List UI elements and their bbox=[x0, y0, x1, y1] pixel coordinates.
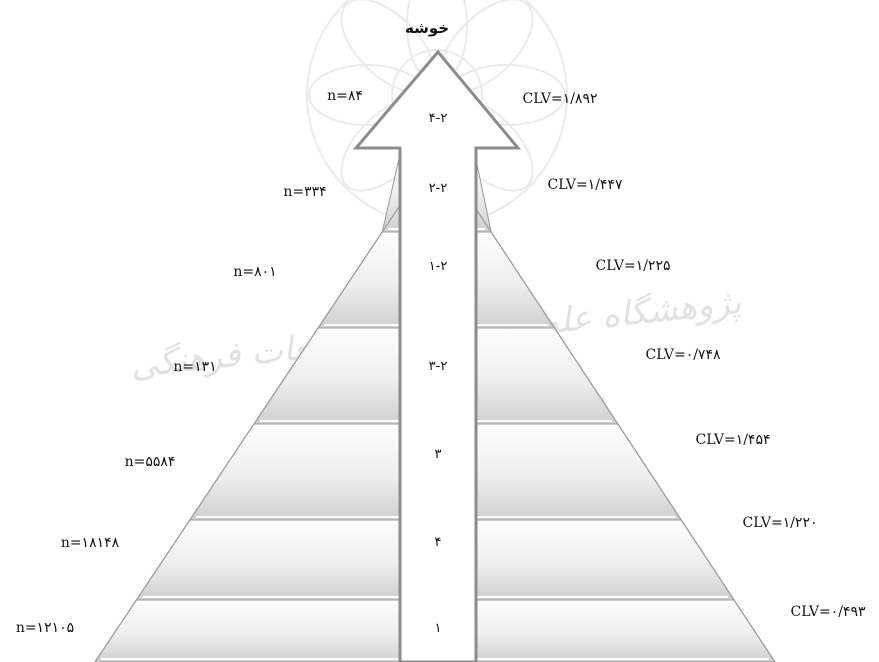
sample-size-label: n=۱۳۱ bbox=[173, 359, 216, 375]
pyramid-band-right bbox=[474, 520, 734, 600]
pyramid-band-left bbox=[136, 520, 401, 600]
cluster-label: ۱ bbox=[435, 621, 442, 636]
pyramid-band-right bbox=[474, 232, 555, 328]
clv-label: CLV=۰/۷۴۸ bbox=[646, 347, 721, 363]
sample-size-label: n=۸۰۱ bbox=[233, 264, 276, 280]
cluster-label: ۱-۲ bbox=[429, 259, 448, 274]
pyramid-band-left bbox=[382, 150, 401, 232]
pyramid-band-left bbox=[95, 600, 401, 662]
cluster-label: ۴-۲ bbox=[429, 111, 448, 126]
pyramid-band-left bbox=[318, 232, 401, 328]
pyramid-band-right bbox=[474, 600, 775, 662]
clv-label: CLV=۱/۲۲۰ bbox=[743, 515, 818, 531]
clv-label: CLV=۱/۴۴۷ bbox=[548, 177, 623, 193]
clv-label: CLV=۱/۲۲۵ bbox=[596, 258, 671, 274]
cluster-label: ۳-۲ bbox=[429, 359, 448, 374]
pyramid-band-right bbox=[474, 328, 618, 424]
cluster-label: ۳ bbox=[435, 447, 442, 462]
sample-size-label: n=۱۲۱۰۵ bbox=[16, 620, 74, 636]
clv-label: CLV=۰/۴۹۳ bbox=[791, 604, 866, 620]
clv-label: CLV=۱/۴۵۴ bbox=[696, 432, 771, 448]
sample-size-label: n=۳۳۴ bbox=[283, 184, 326, 200]
clv-label: CLV=۱/۸۹۲ bbox=[523, 91, 598, 107]
cluster-label: ۲-۲ bbox=[429, 181, 448, 196]
diagram-title: خوشه bbox=[405, 19, 449, 37]
sample-size-label: n=۵۵۸۴ bbox=[125, 454, 176, 470]
sample-size-label: n=۱۸۱۴۸ bbox=[61, 535, 120, 551]
sample-size-label: n=۸۴ bbox=[327, 88, 363, 104]
cluster-label: ۴ bbox=[435, 535, 442, 550]
